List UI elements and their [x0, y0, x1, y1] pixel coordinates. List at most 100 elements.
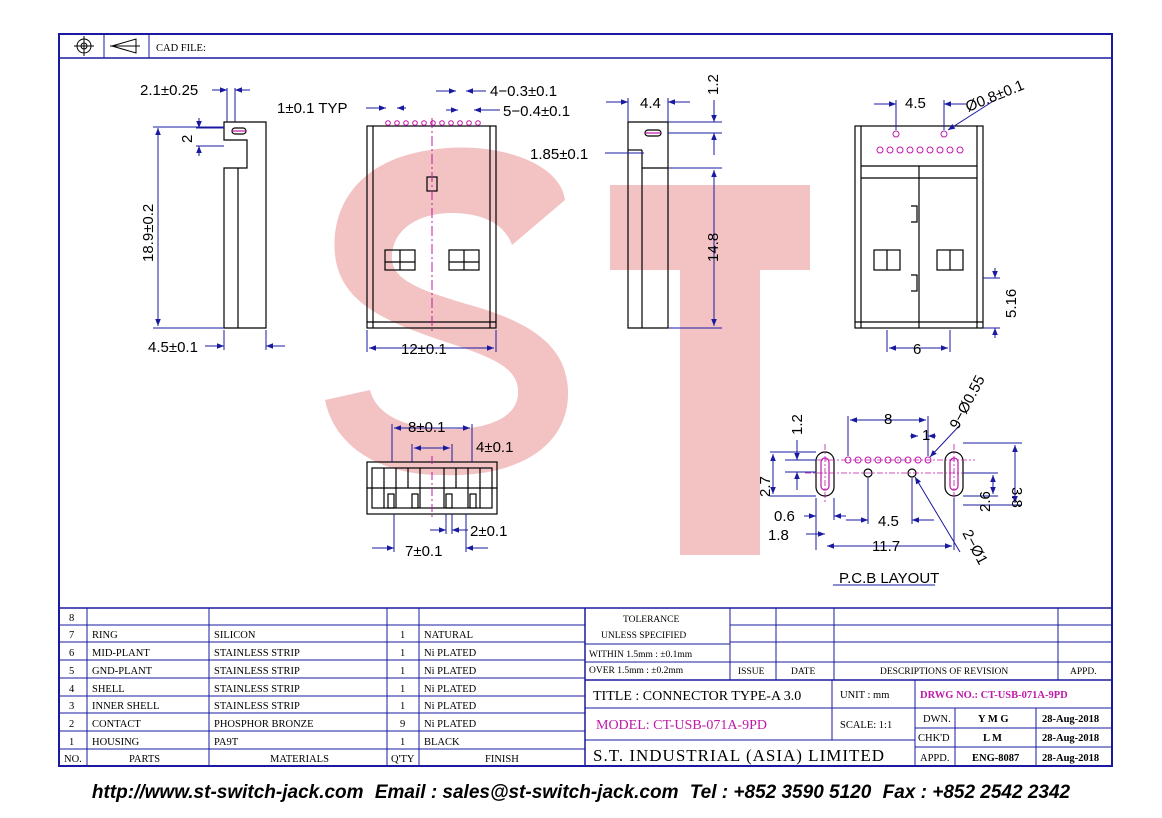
- bom-row-5-part: GND-PLANT: [92, 666, 153, 677]
- telephone: Tel : +852 3590 5120: [689, 782, 872, 803]
- dim-pcb-holes: 9−Ø0.55: [947, 373, 989, 432]
- bom-row-6-no: 6: [69, 648, 74, 659]
- dim-top-total: 7±0.1: [405, 543, 442, 560]
- bom-row-4-finish: Ni PLATED: [424, 684, 477, 695]
- dim-top-pitch: 4±0.1: [476, 439, 513, 456]
- title-block-grid: [585, 680, 1112, 766]
- signoff-dwn-name: Y M G: [978, 714, 1009, 725]
- bom-row-3-part: INNER SHELL: [92, 701, 159, 712]
- bom-row-6-material: STAINLESS STRIP: [214, 648, 300, 659]
- signoff-chkd-name: L M: [983, 733, 1002, 744]
- dim-top-span: 8±0.1: [408, 419, 445, 436]
- dim-pcb-span: 8: [884, 411, 892, 428]
- bom-row-5-material: STAINLESS STRIP: [214, 666, 300, 677]
- bom-row-2-no: 2: [69, 719, 74, 730]
- bom-row-2-part: CONTACT: [92, 719, 141, 730]
- bom-header-no: NO.: [64, 754, 82, 765]
- pcb-layout: [815, 451, 964, 497]
- back-holes: [876, 130, 964, 154]
- dim-pcb-pitch: 1: [922, 427, 930, 444]
- side-view: [223, 121, 267, 329]
- bom-row-7-qty: 1: [400, 630, 405, 641]
- dim-back-width: 6: [913, 341, 921, 358]
- bom-row-3-no: 3: [69, 701, 74, 712]
- bom-header-parts: PARTS: [129, 754, 160, 765]
- front-pins: [385, 120, 481, 126]
- bom-row-6-qty: 1: [400, 648, 405, 659]
- pcb-dims: [770, 416, 1022, 586]
- cad-header: CAD FILE:: [59, 34, 1112, 59]
- front-view-dims: [366, 88, 500, 352]
- bom-row-7-finish: NATURAL: [424, 630, 473, 641]
- dim-pcb-offset: 1.8: [768, 527, 789, 544]
- bom-row-3-material: STAINLESS STRIP: [214, 701, 300, 712]
- bom-row-1-part: HOUSING: [92, 737, 140, 748]
- bom-row-1-qty: 1: [400, 737, 405, 748]
- dim-side-base: 4.5±0.1: [148, 339, 198, 356]
- model-label: MODEL: CT-USB-071A-9PD: [596, 718, 767, 733]
- revision-issue-header: ISSUE: [738, 667, 765, 677]
- top-view-dims: [372, 424, 488, 552]
- bom-row-5-qty: 1: [400, 666, 405, 677]
- bom-row-2-finish: Ni PLATED: [424, 719, 477, 730]
- dim-side2-hole: 1.85±0.1: [530, 146, 588, 163]
- pcb-centerlines: [805, 444, 975, 504]
- bom-row-4-part: SHELL: [92, 684, 125, 695]
- bom-row-6-finish: Ni PLATED: [424, 648, 477, 659]
- back-view-dims: [874, 99, 1000, 352]
- dim-side2-height: 14.8: [705, 233, 722, 262]
- fax: Fax : +852 2542 2342: [882, 782, 1071, 803]
- dim-back-height: 5.16: [1003, 289, 1020, 318]
- signoff-appd-name: ENG-8087: [972, 753, 1019, 764]
- bom-row-1-no: 1: [69, 737, 74, 748]
- bom-row-1-finish: BLACK: [424, 737, 460, 748]
- email-link[interactable]: Email : sales@st-switch-jack.com: [374, 782, 679, 803]
- contact-footer: http://www.st-switch-jack.com Email : sa…: [0, 782, 1162, 804]
- bom-row-2-qty: 9: [400, 719, 405, 730]
- signoff-dwn-date: 28-Aug-2018: [1042, 714, 1099, 725]
- bom-row-4-no: 4: [69, 684, 75, 695]
- website-link[interactable]: http://www.st-switch-jack.com: [91, 782, 364, 803]
- dim-pcb-top: 1.2: [789, 414, 806, 435]
- tolerance-within: WITHIN 1.5mm : ±0.1mm: [589, 650, 693, 660]
- company-name: S.T. INDUSTRIAL (ASIA) LIMITED: [593, 746, 885, 765]
- signoff-dwn-role: DWN.: [923, 714, 951, 725]
- tolerance-over: OVER 1.5mm : ±0.2mm: [589, 666, 684, 676]
- dim-pcb-slot-gap: 2.6: [977, 491, 994, 512]
- bom-row-4-qty: 1: [400, 684, 405, 695]
- bom-row-5-no: 5: [69, 666, 74, 677]
- dim-pcb-total: 11.7: [872, 538, 900, 555]
- revision-descriptions-header: DESCRIPTIONS OF REVISION: [880, 667, 1008, 677]
- dim-side2-top: 1.2: [705, 74, 722, 95]
- dim-pin-width-a: 4−0.3±0.1: [490, 83, 557, 100]
- dim-back-pitch: 4.5: [905, 95, 926, 112]
- signoff-chkd-date: 28-Aug-2018: [1042, 733, 1099, 744]
- signoff-appd-date: 28-Aug-2018: [1042, 753, 1099, 764]
- tolerance-subtitle: UNLESS SPECIFIED: [601, 631, 686, 641]
- dim-pcb-slot-w: 0.6: [774, 508, 795, 525]
- dim-pin-width-b: 5−0.4±0.1: [503, 103, 570, 120]
- tolerance-title: TOLERANCE: [623, 615, 679, 625]
- dim-side-width: 2.1±0.25: [140, 82, 198, 99]
- drawing-number: DRWG NO.: CT-USB-071A-9PD: [920, 690, 1068, 701]
- bom-row-7-material: SILICON: [214, 630, 256, 641]
- revision-date-header: DATE: [791, 667, 815, 677]
- revision-appd-header: APPD.: [1070, 667, 1097, 677]
- bom-row-7-part: RING: [92, 630, 118, 641]
- bom-row-8-no: 8: [69, 613, 74, 624]
- bom-row-6-part: MID-PLANT: [92, 648, 150, 659]
- bom-row-3-qty: 1: [400, 701, 405, 712]
- unit-label: UNIT : mm: [840, 690, 889, 701]
- dim-back-hole: Ø0.8±0.1: [963, 77, 1026, 116]
- signoff-appd-role: APPD.: [920, 753, 949, 764]
- bom-row-1-material: PA9T: [214, 737, 239, 748]
- bom-header-finish: FINISH: [485, 754, 519, 765]
- dim-pcb-mid: 4.5: [878, 513, 899, 530]
- pcb-layout-label: P.C.B LAYOUT: [839, 570, 939, 587]
- bom-row-3-finish: Ni PLATED: [424, 701, 477, 712]
- side-view-dims: [153, 87, 285, 350]
- dim-side-slot: 2: [179, 135, 196, 143]
- bom-header-materials: MATERIALS: [270, 754, 329, 765]
- dim-side2-width: 4.4: [640, 95, 661, 112]
